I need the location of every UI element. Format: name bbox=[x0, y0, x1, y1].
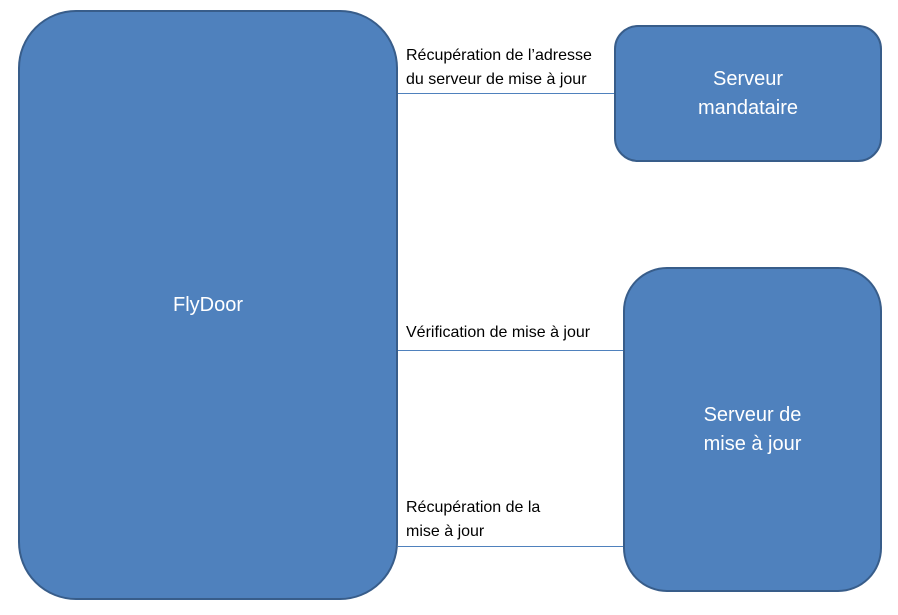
edge-label-update-retrieval-line-1: Récupération de la bbox=[406, 499, 541, 516]
update-server-label-line-2: mise à jour bbox=[703, 432, 802, 455]
edge-label-update-check-line-1: Vérification de mise à jour bbox=[406, 324, 591, 341]
connector-update-check bbox=[398, 350, 623, 351]
update-server-label-line-1: Serveur de bbox=[703, 403, 802, 426]
edge-label-update-retrieval-line-2: mise à jour bbox=[406, 523, 485, 540]
connector-update-retrieval bbox=[398, 546, 623, 547]
flydoor-label: FlyDoor bbox=[172, 293, 243, 316]
edge-label-address-retrieval: Récupération de l’adresse du serveur de … bbox=[406, 44, 592, 92]
connector-address-retrieval bbox=[398, 93, 614, 94]
proxy-server-node: Serveur mandataire bbox=[614, 25, 882, 162]
edge-label-address-retrieval-line-1: Récupération de l’adresse bbox=[406, 47, 592, 64]
edge-label-update-retrieval: Récupération de la mise à jour bbox=[406, 496, 540, 544]
edge-label-address-retrieval-line-2: du serveur de mise à jour bbox=[406, 71, 587, 88]
update-server-node: Serveur de mise à jour bbox=[623, 267, 882, 592]
flydoor-node: FlyDoor bbox=[18, 10, 398, 600]
edge-label-update-check: Vérification de mise à jour bbox=[406, 321, 590, 345]
proxy-server-label-line-1: Serveur bbox=[712, 67, 784, 90]
proxy-server-label-line-2: mandataire bbox=[697, 96, 799, 119]
